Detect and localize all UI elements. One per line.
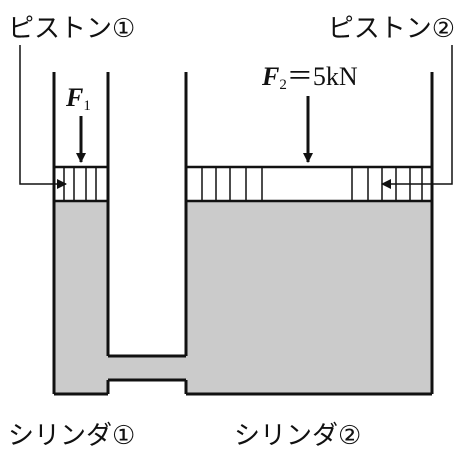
force-f1-label: F1 [65,83,91,114]
cylinder-1-label: シリンダ① [8,421,135,451]
piston-2-leader [381,45,453,189]
hydraulic-fluid [54,201,432,394]
piston-1-leader [19,45,67,189]
piston-2-label: ピストン② [328,14,455,44]
force-f2-value: ＝5kN [287,62,358,91]
force-f2-label: F2＝5kN [261,62,358,93]
force-f1-subscript: 1 [83,98,91,114]
cylinder-walls [52,72,434,396]
piston-1-label: ピストン① [8,14,135,44]
force-f1-symbol: F [65,83,83,112]
force-f2-symbol: F [261,62,279,91]
cylinder-2-label: シリンダ② [234,421,361,451]
force-f2-subscript: 2 [279,77,287,93]
